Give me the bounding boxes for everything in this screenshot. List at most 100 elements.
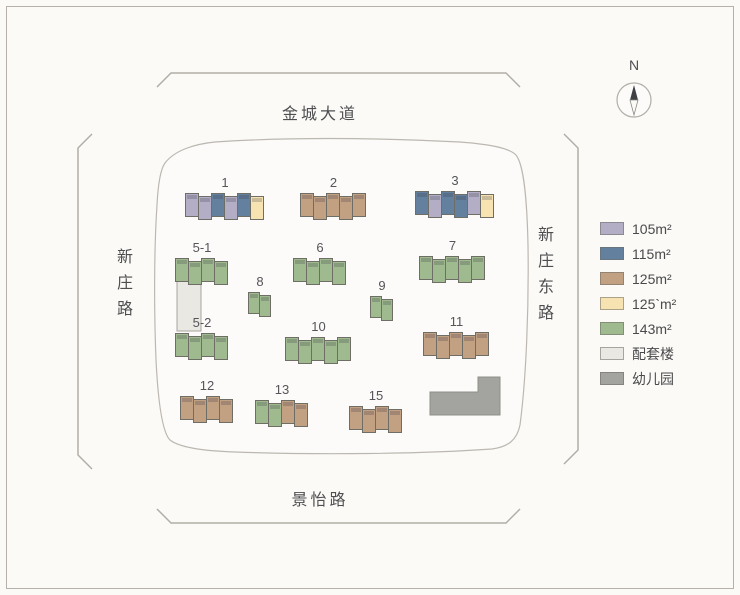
legend-swatch bbox=[600, 297, 624, 310]
building-label: 9 bbox=[378, 278, 386, 293]
service-building bbox=[176, 280, 202, 332]
legend-label: 125m² bbox=[632, 270, 672, 287]
building-7: 7 bbox=[419, 238, 485, 283]
building-segment bbox=[211, 193, 225, 217]
building-segment bbox=[423, 332, 437, 356]
legend-item-105: 105m² bbox=[600, 216, 676, 241]
building-segment bbox=[250, 196, 264, 220]
building-segment bbox=[281, 400, 295, 424]
building-footprint bbox=[180, 396, 233, 423]
building-segment bbox=[415, 191, 429, 215]
building-segment bbox=[352, 193, 366, 217]
building-1: 1 bbox=[185, 175, 264, 220]
building-segment bbox=[285, 337, 299, 361]
legend-label: 105m² bbox=[632, 220, 672, 237]
building-segment bbox=[306, 261, 320, 285]
building-segment bbox=[362, 409, 376, 433]
building-segment bbox=[480, 194, 494, 218]
legend-label: 125`m² bbox=[632, 295, 677, 312]
building-segment bbox=[311, 337, 325, 361]
road-label-top: 金城大道 bbox=[281, 106, 358, 123]
building-label: 13 bbox=[274, 382, 290, 397]
building-segment bbox=[462, 335, 476, 359]
building-footprint bbox=[423, 332, 489, 359]
building-segment bbox=[458, 259, 472, 283]
building-segment bbox=[180, 396, 194, 420]
legend-swatch bbox=[600, 272, 624, 285]
building-12: 12 bbox=[180, 378, 233, 423]
building-10: 10 bbox=[285, 319, 351, 364]
legend-item-115: 115m² bbox=[600, 241, 676, 266]
building-label: 6 bbox=[316, 240, 324, 255]
legend-item-peitaolou: 配套楼 bbox=[600, 341, 676, 366]
building-8: 8 bbox=[248, 274, 271, 317]
building-segment bbox=[185, 193, 199, 217]
building-13: 13 bbox=[255, 382, 308, 427]
legend-swatch bbox=[600, 247, 624, 260]
road-label-left: 新庄路 bbox=[114, 248, 131, 326]
building-segment bbox=[237, 193, 251, 217]
building-segment bbox=[293, 258, 307, 282]
building-footprint bbox=[300, 193, 366, 220]
building-segment bbox=[432, 259, 446, 283]
building-segment bbox=[467, 191, 481, 215]
building-footprint bbox=[293, 258, 346, 285]
building-segment bbox=[214, 261, 228, 285]
building-segment bbox=[201, 258, 215, 282]
legend-item-125: 125m² bbox=[600, 266, 676, 291]
building-label: 5-2 bbox=[192, 315, 212, 330]
building-segment bbox=[445, 256, 459, 280]
legend: 105m² 115m² 125m² 125`m² 143m² 配套楼幼儿园 bbox=[600, 216, 676, 391]
road-label-bottom: 景怡路 bbox=[291, 492, 349, 509]
building-segment bbox=[475, 332, 489, 356]
building-footprint bbox=[185, 193, 264, 220]
legend-item-youeryuan: 幼儿园 bbox=[600, 366, 676, 391]
legend-swatch bbox=[600, 347, 624, 360]
building-segment bbox=[201, 333, 215, 357]
legend-label: 143m² bbox=[632, 320, 672, 337]
road-top-line bbox=[156, 72, 521, 88]
building-segment bbox=[381, 299, 393, 321]
building-footprint bbox=[255, 400, 308, 427]
legend-item-125b: 125`m² bbox=[600, 291, 676, 316]
building-label: 15 bbox=[368, 388, 384, 403]
building-segment bbox=[349, 406, 363, 430]
building-segment bbox=[259, 295, 271, 317]
building-segment bbox=[339, 196, 353, 220]
building-label: 11 bbox=[449, 314, 464, 329]
building-2: 2 bbox=[300, 175, 366, 220]
building-segment bbox=[388, 409, 402, 433]
building-segment bbox=[319, 258, 333, 282]
building-footprint bbox=[370, 296, 393, 321]
building-segment bbox=[294, 403, 308, 427]
building-segment bbox=[224, 196, 238, 220]
building-segment bbox=[454, 194, 468, 218]
building-segment bbox=[298, 340, 312, 364]
building-segment bbox=[188, 261, 202, 285]
compass-needle-south bbox=[629, 99, 639, 117]
building-footprint bbox=[285, 337, 351, 364]
building-segment bbox=[313, 196, 327, 220]
building-5-2: 5-2 bbox=[175, 315, 228, 360]
building-label: 12 bbox=[199, 378, 215, 393]
building-3: 3 bbox=[415, 173, 494, 218]
legend-label: 幼儿园 bbox=[632, 370, 674, 387]
building-segment bbox=[219, 399, 233, 423]
building-5-1: 5-1 bbox=[175, 240, 228, 285]
building-segment bbox=[175, 258, 189, 282]
compass-needle-north bbox=[630, 85, 638, 100]
road-right-line bbox=[563, 133, 579, 465]
building-segment bbox=[471, 256, 485, 280]
road-left-line bbox=[77, 133, 93, 470]
building-6: 6 bbox=[293, 240, 346, 285]
building-segment bbox=[326, 193, 340, 217]
road-bottom-line bbox=[156, 508, 521, 524]
legend-swatch bbox=[600, 222, 624, 235]
legend-swatch bbox=[600, 322, 624, 335]
building-segment bbox=[268, 403, 282, 427]
building-segment bbox=[449, 332, 463, 356]
road-label-right: 新庄东路 bbox=[535, 226, 552, 330]
building-segment bbox=[419, 256, 433, 280]
